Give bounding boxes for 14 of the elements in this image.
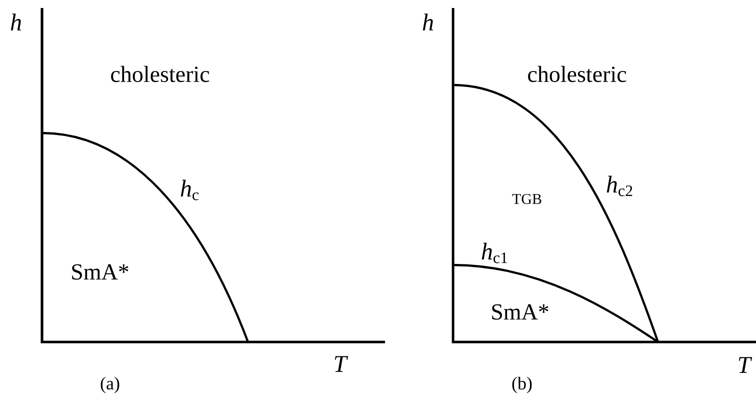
panel-label: (a) [100, 376, 120, 394]
axis-label: h [10, 14, 22, 30]
region-label: TGB [512, 194, 542, 204]
curve-label: h$_{c}$ [180, 180, 199, 200]
curve-label: h$_{c2}$ [606, 176, 632, 196]
curve-label: h$_{c1}$ [482, 242, 508, 264]
region-label: SmA* [72, 264, 128, 280]
region-label: SmA* [492, 304, 548, 320]
axis-label: T [738, 357, 752, 373]
panel-label: (b) [512, 376, 532, 394]
axis-label: h [422, 14, 433, 30]
axis-label: T [334, 356, 348, 372]
region-label: cholesteric [111, 66, 210, 82]
region-label: cholesteric [528, 66, 626, 82]
